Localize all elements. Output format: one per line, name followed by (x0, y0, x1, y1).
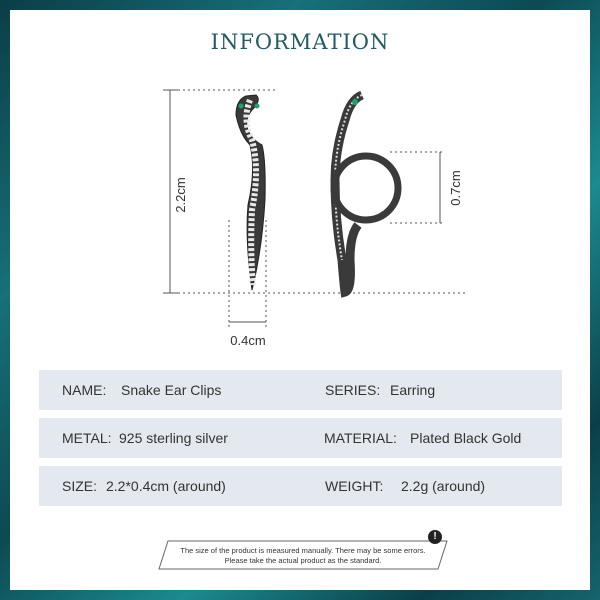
disclaimer-note: The size of the product is measured manu… (158, 540, 448, 570)
spec-label: NAME: (62, 382, 107, 398)
spec-value: Snake Ear Clips (121, 382, 222, 398)
spec-label: SIZE: (62, 478, 98, 494)
spec-value: 925 sterling silver (119, 430, 228, 446)
spec-value: 2.2*0.4cm (around) (106, 478, 226, 494)
width-dimension-label: 0.4cm (230, 333, 265, 348)
snake-earring-front (235, 94, 266, 291)
spec-label: MATERIAL: (324, 430, 397, 446)
spec-label: WEIGHT: (325, 478, 384, 494)
note-line-2: Please take the actual product as the st… (224, 556, 382, 565)
exclamation-icon: ! (428, 530, 442, 544)
spec-value: 2.2g (around) (401, 478, 486, 494)
note-frame (158, 540, 448, 570)
height-dimension-label: 2.2cm (173, 177, 188, 212)
spec-value: Earring (390, 382, 436, 398)
note-line-1: The size of the product is measured manu… (180, 546, 426, 555)
snake-earring-side (330, 90, 402, 298)
spec-label: SERIES: (325, 382, 381, 398)
spec-row: NAME: Snake Ear Clips SERIES: Earring (39, 370, 562, 410)
hoop-dimension-label: 0.7cm (448, 170, 463, 205)
spec-row: METAL: 925 sterling silver MATERIAL: Pla… (39, 418, 562, 458)
spec-row: SIZE: 2.2*0.4cm (around) WEIGHT: 2.2g (a… (39, 466, 562, 506)
page-title: INFORMATION (210, 30, 390, 54)
spec-value: Plated Black Gold (410, 430, 522, 446)
spec-label: METAL: (62, 430, 112, 446)
